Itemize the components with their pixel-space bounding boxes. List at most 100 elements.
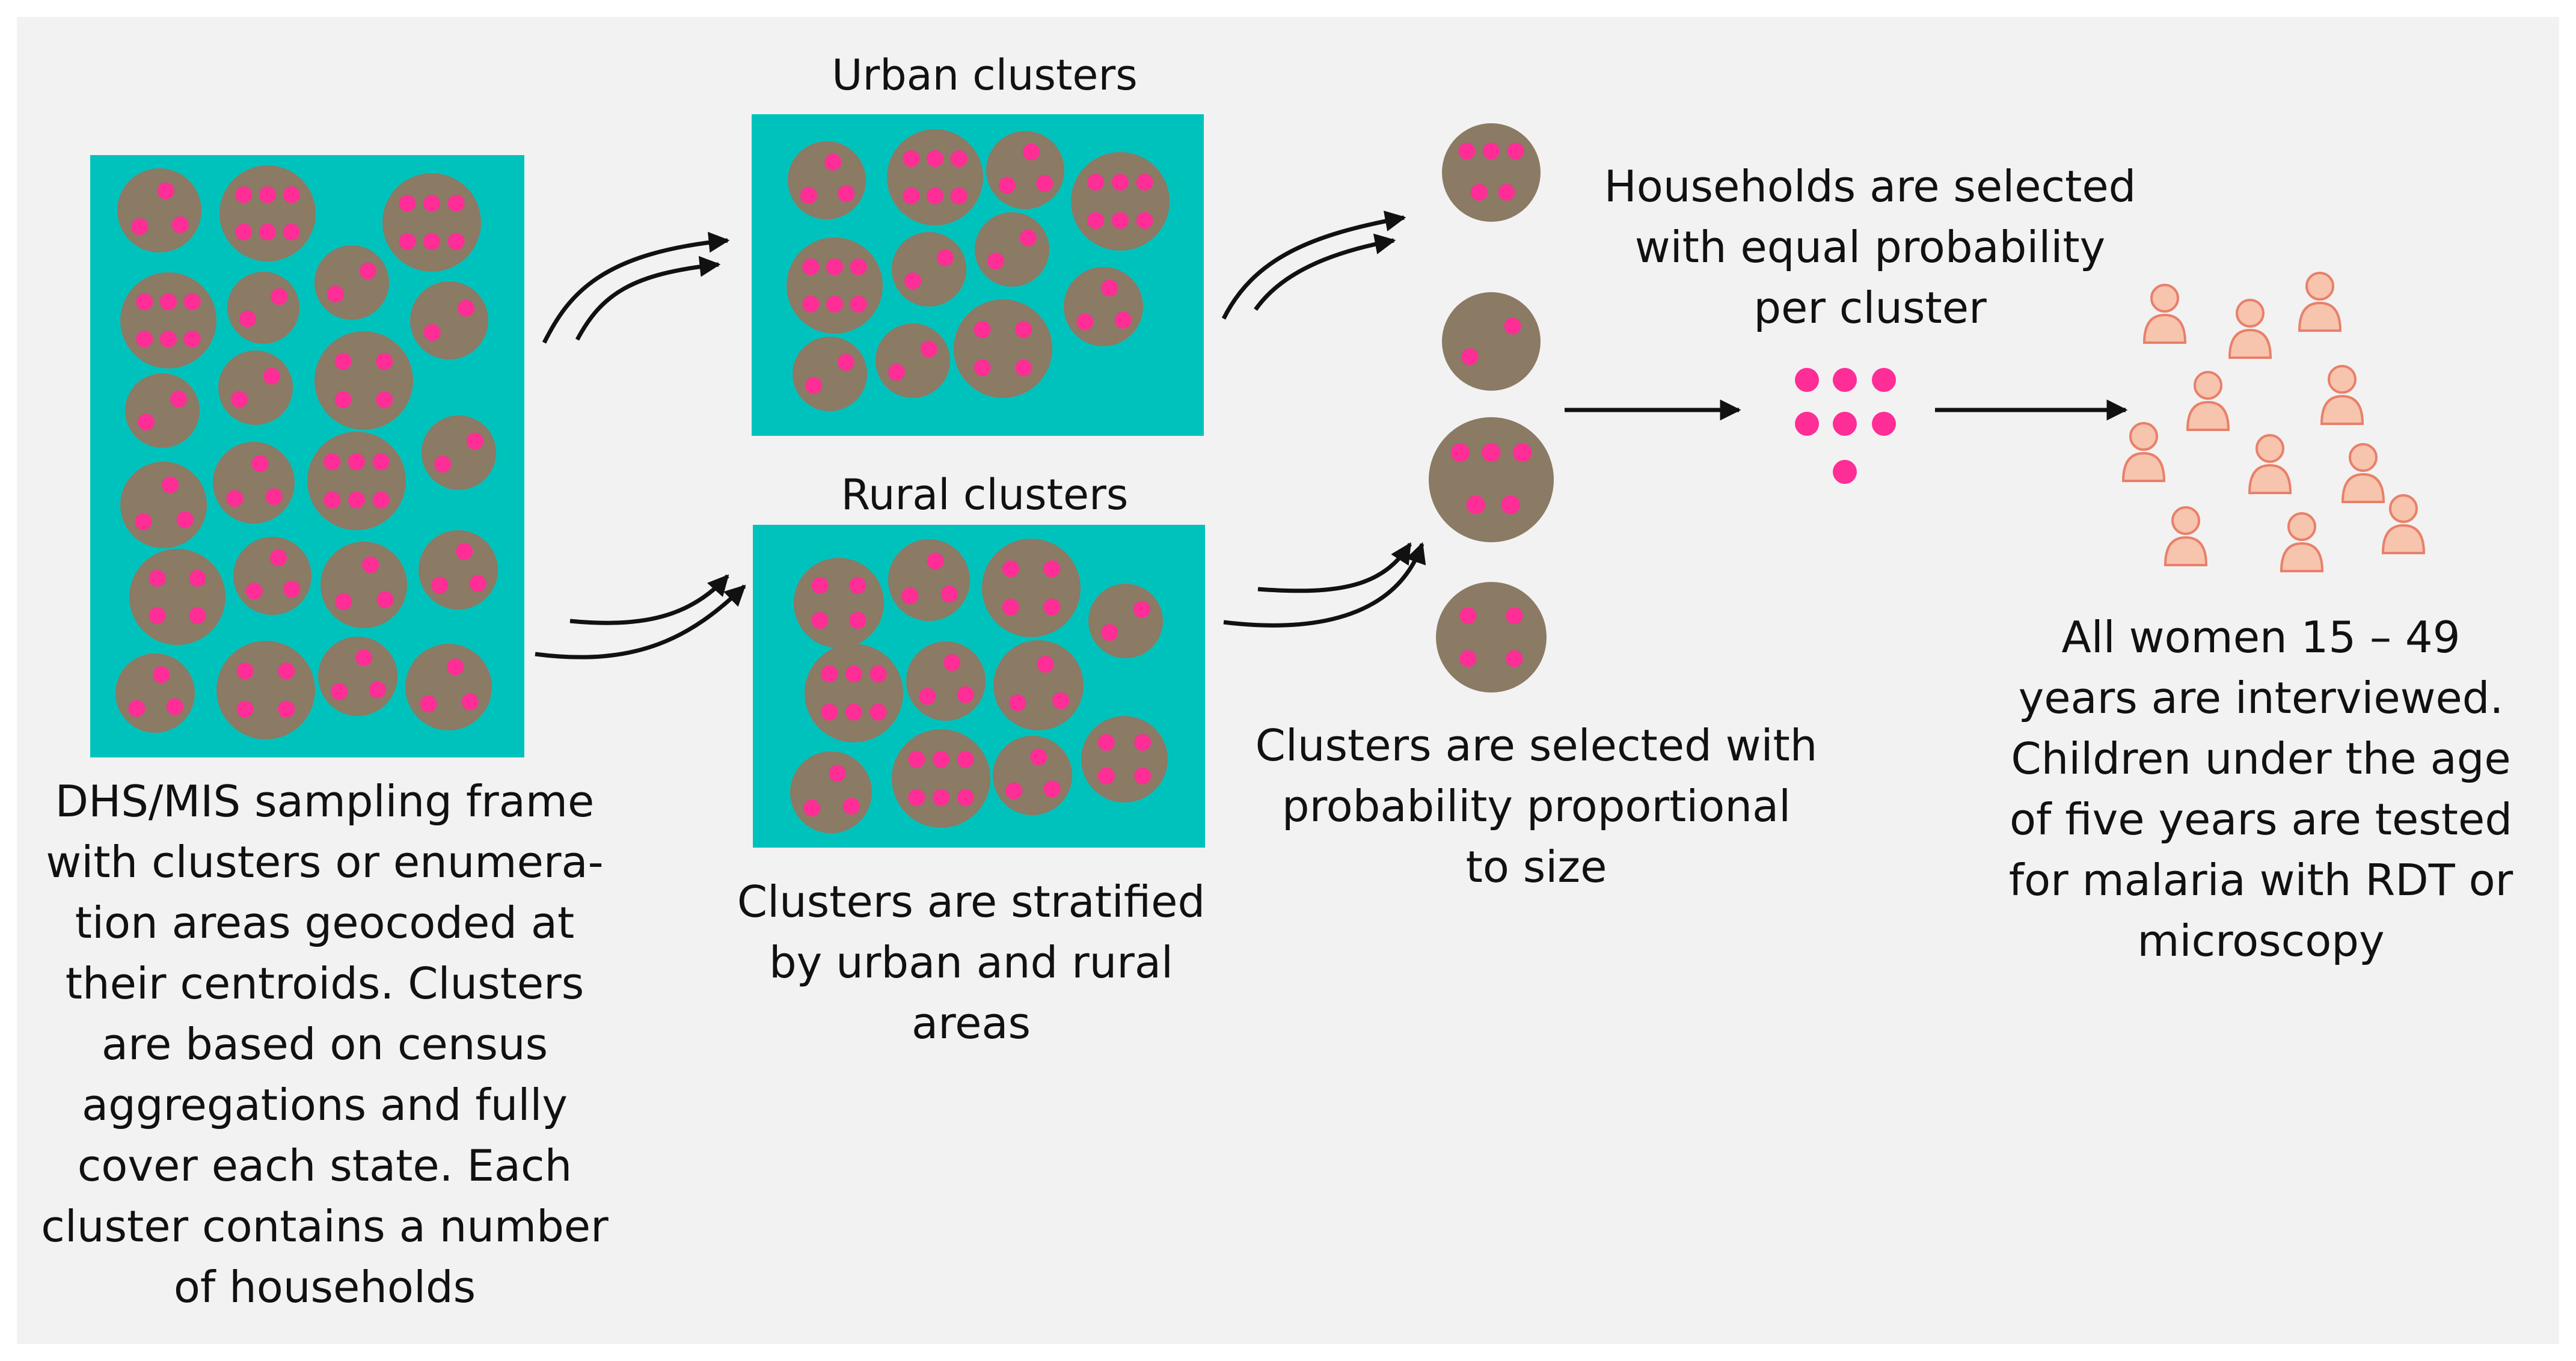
household-dot-icon [950, 150, 968, 167]
household-dot-icon [1466, 495, 1485, 515]
household-dot-icon [1833, 460, 1857, 484]
cluster-circle-icon [320, 542, 407, 628]
caption-line: their centroids. Clusters [65, 958, 584, 1009]
household-dot-icon [447, 658, 464, 676]
household-dot-icon [1114, 311, 1132, 329]
household-dot-icon [1023, 143, 1040, 161]
household-dot-icon [974, 321, 991, 338]
household-dot-icon [802, 296, 820, 313]
household-dot-icon [183, 293, 201, 310]
person-icon [2186, 371, 2230, 431]
cluster-circle-icon [793, 337, 867, 411]
caption-line: areas [911, 998, 1031, 1048]
household-dot-icon [231, 391, 248, 408]
household-dot-icon [933, 751, 949, 768]
cluster-circle-icon [1442, 123, 1541, 222]
arrow-icon [569, 574, 729, 625]
caption-line: cluster contains a number [41, 1201, 609, 1252]
household-dot-icon [335, 593, 352, 610]
household-dot-icon [850, 258, 867, 275]
household-dot-icon [348, 453, 365, 471]
caption-line: years are interviewed. [2018, 673, 2504, 723]
household-dot-icon [1052, 692, 1070, 709]
household-dot-icon [1506, 650, 1523, 667]
cluster-circle-icon [794, 558, 884, 648]
household-dot-icon [399, 233, 416, 250]
household-dot-icon [136, 331, 153, 347]
household-dot-icon [1461, 348, 1479, 365]
household-dot-icon [469, 575, 486, 592]
cluster-circle-icon [307, 432, 406, 530]
cluster-circle-icon [125, 373, 200, 448]
household-dot-icon [278, 700, 295, 718]
person-icon [2341, 443, 2385, 503]
household-dot-icon [270, 549, 287, 566]
household-dot-icon [1136, 212, 1153, 229]
household-dot-icon [1136, 174, 1153, 191]
household-dot-icon [869, 665, 887, 683]
selected-households [1795, 368, 1896, 484]
cluster-circle-icon [887, 129, 983, 225]
person-icon [2142, 284, 2187, 344]
person-icon [2248, 434, 2292, 494]
cluster-circle-icon [314, 245, 389, 320]
household-dot-icon [826, 296, 843, 313]
household-dot-icon [399, 195, 416, 212]
household-dot-icon [149, 607, 166, 624]
household-dot-icon [263, 367, 280, 385]
caption-line: with equal probability [1634, 222, 2106, 272]
caption-line: cover each state. Each [77, 1140, 572, 1191]
household-dot-icon [376, 353, 393, 370]
caption-line: for malaria with RDT or [2008, 855, 2513, 905]
household-dot-icon [1097, 767, 1115, 784]
household-dot-icon [376, 391, 393, 408]
cluster-circle-icon [1436, 582, 1547, 693]
household-dot-icon [372, 491, 390, 509]
household-dot-icon [259, 186, 276, 203]
household-dot-icon [259, 224, 276, 240]
cluster-circle-icon [1442, 292, 1541, 391]
cluster-circle-icon [1088, 584, 1163, 658]
arrow-icon [575, 255, 721, 341]
household-dot-icon [845, 703, 862, 721]
household-dot-icon [1112, 174, 1129, 191]
arrow-icon [1221, 210, 1406, 320]
household-dot-icon [1134, 767, 1152, 784]
household-dot-icon [805, 377, 823, 394]
household-dot-icon [933, 789, 949, 806]
cluster-circle-icon [906, 641, 986, 721]
household-dot-icon [278, 662, 295, 680]
household-dot-icon [1009, 694, 1026, 712]
household-dot-icon [850, 296, 867, 313]
cluster-circle-icon [117, 168, 201, 252]
household-dot-icon [919, 688, 936, 705]
cluster-circle-icon [805, 644, 903, 742]
household-dot-icon [369, 681, 386, 699]
cluster-circle-icon [1064, 267, 1143, 346]
household-dot-icon [135, 513, 152, 530]
caption-line: per cluster [1753, 283, 1987, 333]
household-dot-icon [1512, 443, 1532, 462]
household-dot-icon [283, 581, 301, 598]
arrow-icon [1257, 542, 1412, 593]
household-dot-icon [239, 310, 256, 328]
cluster-circle-icon [892, 729, 990, 828]
person-icon [2280, 512, 2324, 572]
household-dot-icon [128, 700, 146, 717]
cluster-circle-icon [419, 530, 498, 610]
cluster-circle-icon [314, 331, 413, 430]
cluster-circle-icon [219, 165, 316, 261]
cluster-circle-icon [382, 173, 481, 272]
household-dot-icon [138, 414, 155, 431]
household-dot-icon [157, 182, 174, 200]
household-dot-icon [160, 293, 177, 310]
household-dot-icon [950, 188, 968, 204]
rural-clusters-title: Rural clusters [841, 470, 1129, 519]
caption-line: All women 15 – 49 [2061, 612, 2461, 662]
household-dot-icon [245, 583, 263, 600]
caption-line: by urban and rural [768, 937, 1174, 988]
household-dot-icon [849, 612, 866, 629]
